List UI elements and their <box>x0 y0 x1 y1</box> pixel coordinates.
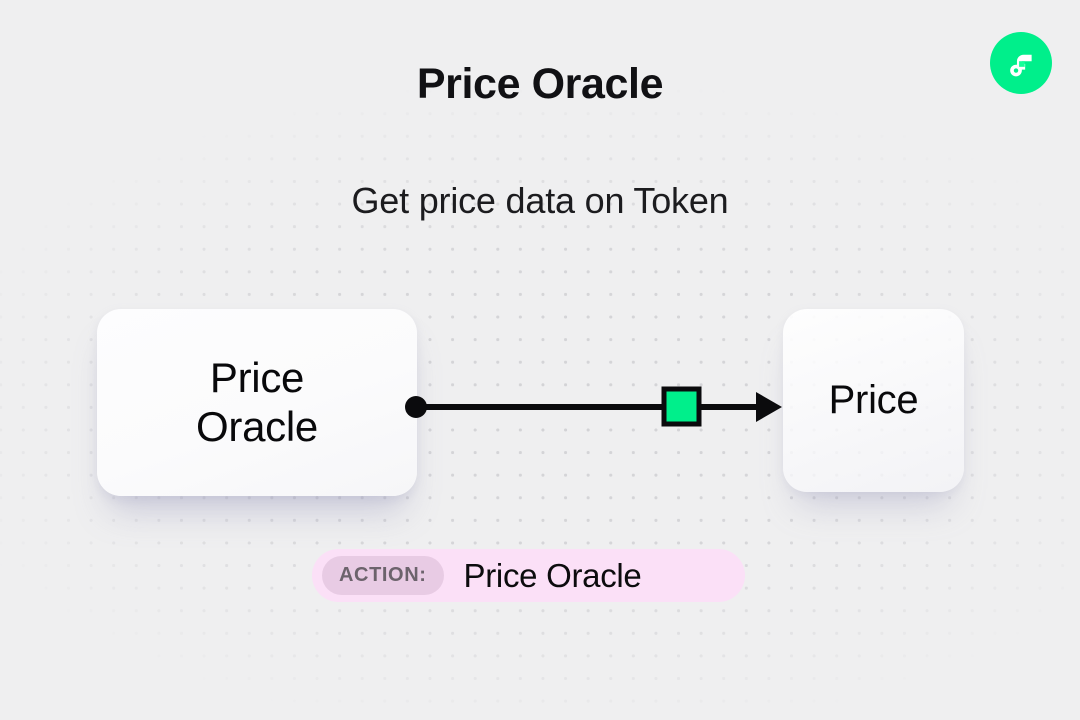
node-price-label: Price <box>828 378 919 423</box>
node-label-line-1: Price <box>209 353 305 401</box>
edge-source-dot[interactable] <box>405 396 427 418</box>
edge-arrowhead <box>756 392 782 422</box>
action-value: Price Oracle <box>463 556 642 594</box>
action-prefix-pill: ACTION: <box>322 556 444 595</box>
edge-green-square[interactable] <box>661 386 702 427</box>
action-badge[interactable]: ACTION: Price Oracle <box>312 549 745 602</box>
flow-logo-icon <box>990 32 1052 94</box>
edge-connector <box>405 386 782 427</box>
page-subtitle: Get price data on Token <box>351 180 729 221</box>
node-label-line-2: Oracle <box>196 402 318 450</box>
node-price-oracle-label: Price Oracle <box>196 354 318 451</box>
node-price[interactable]: Price <box>783 309 964 492</box>
action-prefix-label: ACTION: <box>339 564 427 586</box>
node-price-oracle[interactable]: Price Oracle <box>97 309 417 496</box>
page-title: Price Oracle <box>416 60 664 108</box>
